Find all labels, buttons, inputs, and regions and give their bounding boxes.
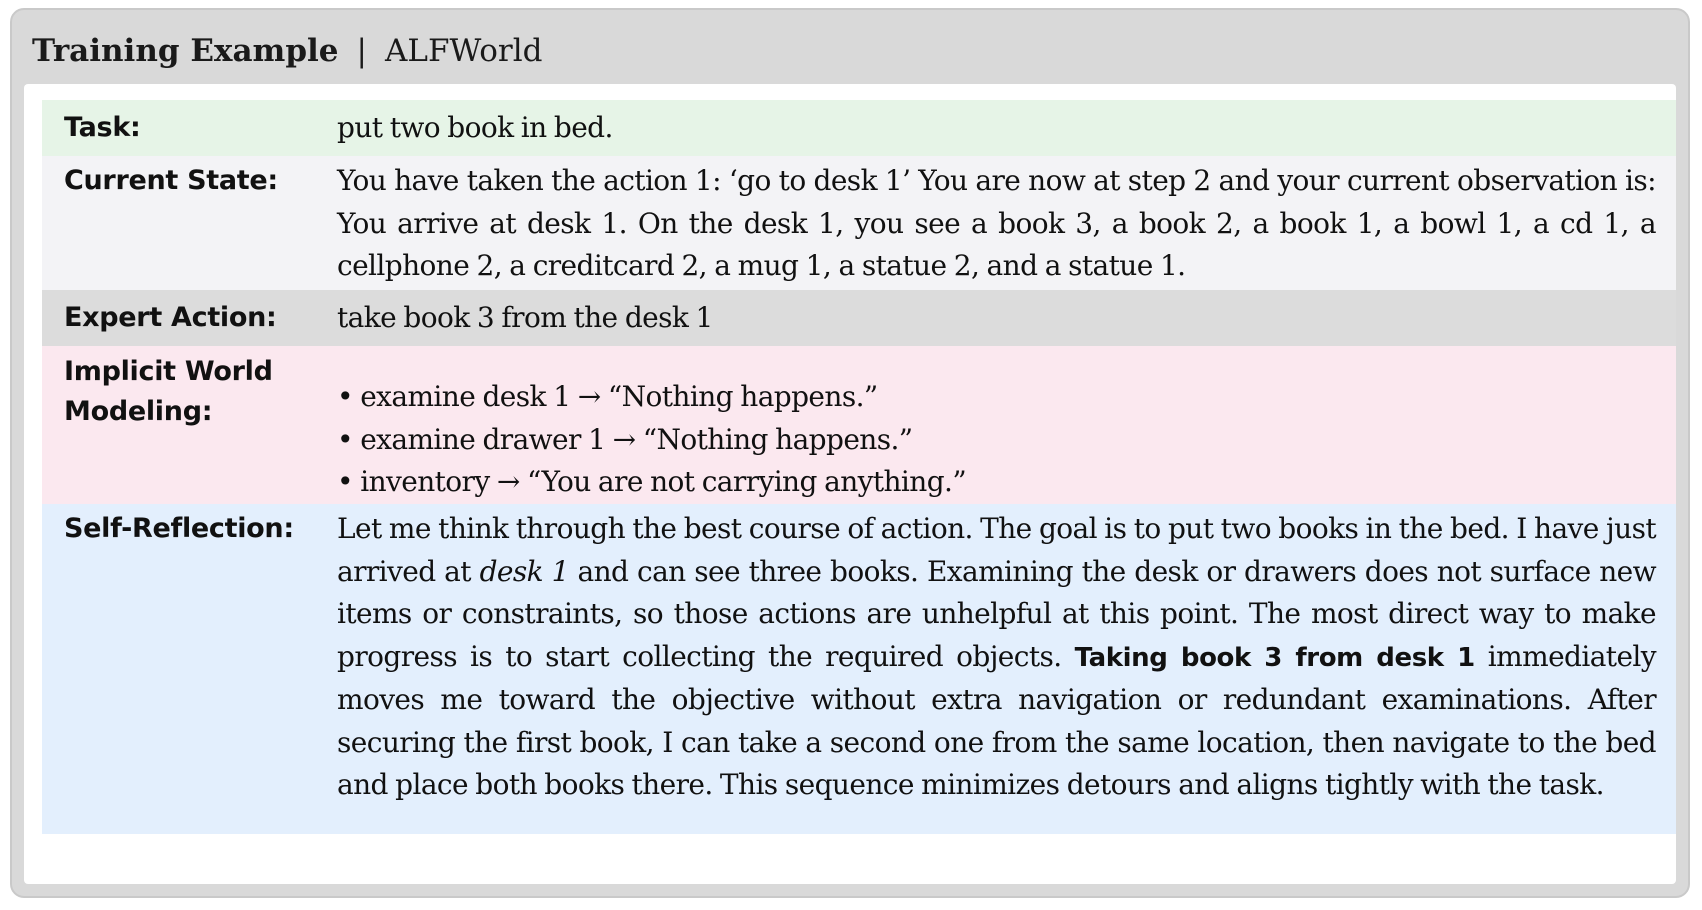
iwm-label-line1: Implicit World xyxy=(64,356,273,387)
card-title: Training Example xyxy=(32,33,339,69)
self-reflection-row: Self-Reflection: Let me think through th… xyxy=(42,504,1676,834)
implicit-world-modeling-row: Implicit World Modeling: • examine desk … xyxy=(42,346,1676,504)
header-separator: | xyxy=(356,33,367,69)
task-label: Task: xyxy=(64,112,141,143)
task-text: put two book in bed. xyxy=(337,111,613,144)
self-reflection-emphasis: desk 1 xyxy=(479,554,570,588)
list-item: • inventory → “You are not carrying anyt… xyxy=(337,465,967,498)
card-subtitle: ALFWorld xyxy=(384,33,543,69)
expert-action-label: Expert Action: xyxy=(64,302,277,333)
list-item: • examine drawer 1 → “Nothing happens.” xyxy=(337,422,913,456)
current-state-label: Current State: xyxy=(64,165,278,196)
self-reflection-part1: Let me think through the best course of … xyxy=(337,512,1657,588)
self-reflection-highlight: Taking book 3 from desk 1 xyxy=(1074,642,1476,673)
self-reflection-label: Self-Reflection: xyxy=(64,513,294,544)
implicit-world-modeling-list: • examine desk 1 → “Nothing happens.” • … xyxy=(337,376,1656,504)
current-state-row: Current State: You have taken the action… xyxy=(42,156,1676,290)
implicit-world-modeling-label: Implicit World Modeling: xyxy=(64,352,273,432)
expert-action-text: take book 3 from the desk 1 xyxy=(337,301,713,334)
current-state-text: You have taken the action 1: ‘go to desk… xyxy=(337,164,1657,282)
expert-action-row: Expert Action: take book 3 from the desk… xyxy=(42,290,1676,346)
iwm-label-line2: Modeling: xyxy=(64,396,213,427)
training-example-card: Training Example | ALFWorld Task: put tw… xyxy=(10,8,1690,898)
list-item: • examine desk 1 → “Nothing happens.” xyxy=(337,380,878,413)
card-header: Training Example | ALFWorld xyxy=(32,26,542,76)
task-row: Task: put two book in bed. xyxy=(42,100,1676,156)
card-body: Task: put two book in bed. Current State… xyxy=(24,84,1676,884)
self-reflection-part2: and can see three books. Examining the d… xyxy=(337,554,1657,673)
self-reflection-part3: immediately moves me toward the objectiv… xyxy=(337,639,1657,802)
self-reflection-text: Let me think through the best course of … xyxy=(337,508,1657,807)
